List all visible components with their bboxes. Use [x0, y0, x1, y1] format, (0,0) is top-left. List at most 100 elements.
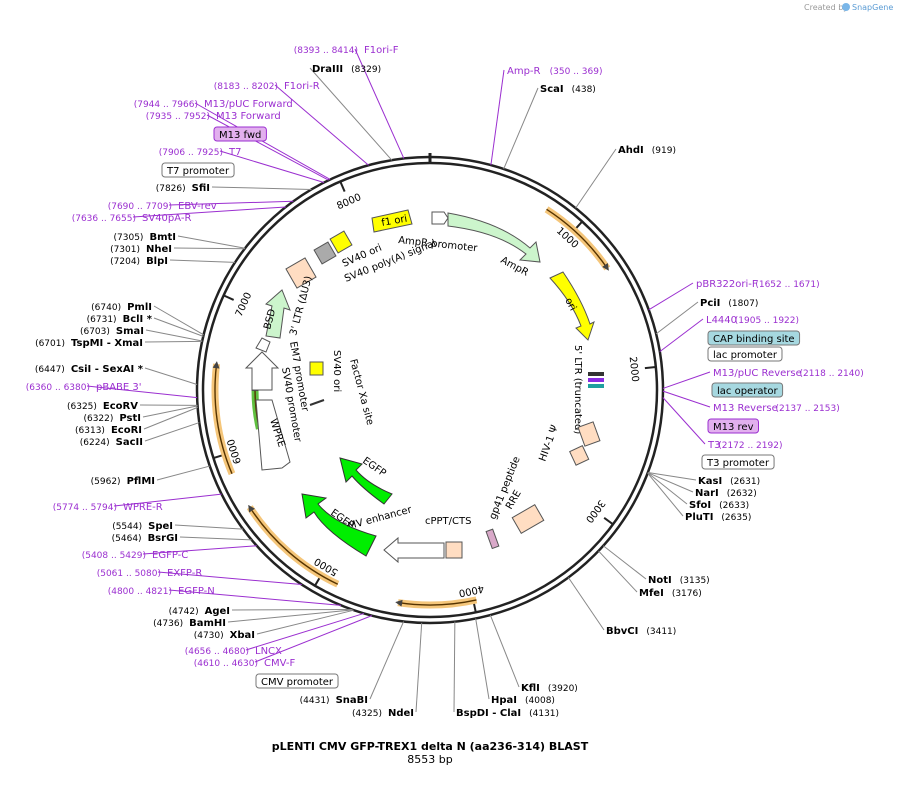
- enzyme-name[interactable]: AgeI: [205, 606, 230, 617]
- primer-name[interactable]: M13/pUC Reverse: [713, 368, 802, 379]
- enzyme-name[interactable]: SmaI: [116, 326, 144, 337]
- boxed-label[interactable]: lac operator: [711, 382, 784, 398]
- feature-bsd[interactable]: [265, 289, 291, 339]
- boxed-label[interactable]: lac promoter: [707, 346, 783, 362]
- enzyme-name[interactable]: NheI: [146, 244, 172, 255]
- enzyme-name[interactable]: SpeI: [148, 521, 173, 532]
- primer-name[interactable]: CMV-F: [264, 658, 295, 669]
- boxed-label[interactable]: T3 promoter: [701, 454, 775, 470]
- enzyme-name[interactable]: CsiI - SexAI *: [71, 364, 144, 375]
- enzyme-name[interactable]: NdeI: [388, 708, 414, 719]
- boxed-label[interactable]: M13 fwd: [213, 126, 267, 142]
- primer-name[interactable]: pBR322ori-F: [696, 279, 758, 290]
- enzyme-name[interactable]: BclI *: [123, 314, 153, 325]
- enzyme-name[interactable]: ScaI: [540, 84, 564, 95]
- enzyme-name[interactable]: NarI: [695, 488, 719, 499]
- enzyme-position: (4325): [352, 709, 382, 719]
- enzyme-name[interactable]: BlpI: [146, 256, 168, 267]
- enzyme-position: (5544): [112, 522, 142, 532]
- feature-cmv-enhancer[interactable]: [383, 536, 445, 564]
- primer-name[interactable]: M13/pUC Forward: [204, 99, 293, 110]
- feature-egfp-inner[interactable]: [339, 457, 393, 505]
- enzyme-position: (3411): [646, 627, 676, 637]
- boxed-label[interactable]: CAP binding site: [707, 330, 801, 346]
- feature-ampr[interactable]: [447, 212, 541, 263]
- boxed-label[interactable]: CMV promoter: [255, 673, 339, 689]
- primer-name[interactable]: T3: [707, 440, 720, 451]
- enzyme-name[interactable]: BamHI: [189, 618, 226, 629]
- feature-hiv1-psi-b[interactable]: [569, 445, 590, 466]
- boxed-label[interactable]: T7 promoter: [161, 162, 235, 178]
- enzyme-name[interactable]: TspMI - XmaI: [71, 338, 143, 349]
- enzyme-name[interactable]: BmtI: [149, 232, 176, 243]
- enzyme-name[interactable]: BspDI - ClaI: [456, 708, 521, 719]
- enzyme-name[interactable]: SnaBI: [336, 695, 368, 706]
- feature-sv40-promoter[interactable]: [244, 351, 280, 391]
- enzyme-name[interactable]: EcoRI: [111, 425, 142, 436]
- primer-name[interactable]: L4440: [706, 315, 737, 326]
- primer-name[interactable]: F1ori-F: [364, 45, 399, 56]
- enzyme-position: (7301): [110, 245, 140, 255]
- enzyme-connector: [174, 524, 244, 530]
- primer-name[interactable]: M13 Reverse: [713, 403, 778, 414]
- enzyme-name[interactable]: SacII: [116, 437, 143, 448]
- primer-name[interactable]: Amp-R: [507, 66, 541, 77]
- enzyme-name[interactable]: HpaI: [491, 695, 517, 706]
- feature-label-5ltr: 5' LTR (truncated): [572, 345, 583, 434]
- feature-wpre[interactable]: [255, 399, 291, 471]
- enzyme-name[interactable]: MfeI: [639, 588, 664, 599]
- enzyme-name[interactable]: PflMI: [127, 476, 155, 487]
- primer-name[interactable]: M13 Forward: [216, 111, 281, 122]
- enzyme-name[interactable]: NotI: [648, 575, 672, 586]
- enzyme-name[interactable]: PluTI: [685, 512, 713, 523]
- enzyme-position: (3176): [672, 589, 702, 599]
- enzyme-name[interactable]: XbaI: [230, 630, 255, 641]
- primer-name[interactable]: F1ori-R: [284, 81, 320, 92]
- enzyme-position: (2632): [727, 489, 757, 499]
- feature-sv40-polya-grey[interactable]: [313, 241, 337, 265]
- feature-ampr-promoter[interactable]: [431, 211, 449, 225]
- enzyme-name[interactable]: PmlI: [127, 302, 152, 313]
- primer-name[interactable]: EXFP-R: [167, 568, 202, 579]
- enzyme-name[interactable]: BbvCI: [606, 626, 638, 637]
- enzyme-name[interactable]: PciI: [700, 298, 720, 309]
- enzyme-position: (4742): [169, 607, 199, 617]
- enzyme-connector: [153, 317, 204, 337]
- feature-cppt-cts[interactable]: [445, 541, 463, 559]
- primer-name[interactable]: EBV-rev: [178, 201, 217, 212]
- feature-egfp-outer[interactable]: [301, 493, 377, 557]
- primer-name[interactable]: EGFP-C: [152, 550, 188, 561]
- enzyme-name[interactable]: DraIII: [312, 64, 343, 75]
- enzyme-position: (4008): [525, 696, 555, 706]
- enzyme-name[interactable]: AhdI: [618, 145, 644, 156]
- primer-name[interactable]: T7: [228, 147, 241, 158]
- enzyme-name[interactable]: PstI: [119, 413, 141, 424]
- feature-sv40-ori-inner[interactable]: [309, 361, 324, 376]
- primer-name[interactable]: EGFP-N: [178, 586, 215, 597]
- feature-factor-xa[interactable]: [309, 399, 325, 406]
- feature-f1-ori[interactable]: [371, 209, 413, 233]
- feature-em7-promoter[interactable]: [255, 337, 271, 353]
- enzyme-name[interactable]: SfoI: [689, 500, 711, 511]
- boxed-label-box: [213, 126, 267, 142]
- primer-name[interactable]: SV40pA-R: [142, 213, 191, 224]
- enzyme-name[interactable]: EcoRV: [103, 401, 138, 412]
- boxed-label[interactable]: M13 rev: [707, 418, 759, 434]
- feature-gp41[interactable]: [485, 528, 500, 550]
- enzyme-name[interactable]: SfiI: [192, 183, 210, 194]
- feature-hiv1-psi-a[interactable]: [577, 421, 601, 447]
- feature-ori[interactable]: [549, 271, 595, 341]
- primer-name[interactable]: pBABE 3': [96, 382, 142, 393]
- boxed-label-text: lac operator: [717, 386, 778, 397]
- enzyme-name[interactable]: BsrGI: [148, 533, 178, 544]
- feature-rre[interactable]: [511, 504, 545, 534]
- primer-name[interactable]: LNCX: [255, 646, 282, 657]
- primer-range: (7935 .. 7952): [146, 112, 210, 122]
- enzyme-position: (8329): [351, 65, 381, 75]
- feature-sv40-polya[interactable]: [329, 230, 353, 254]
- enzyme-name[interactable]: KasI: [698, 476, 722, 487]
- enzyme-name[interactable]: KflI: [521, 683, 540, 694]
- feature-3ltr[interactable]: [285, 257, 317, 289]
- primer-name[interactable]: WPRE-R: [123, 502, 163, 513]
- scale-tick: [223, 294, 235, 301]
